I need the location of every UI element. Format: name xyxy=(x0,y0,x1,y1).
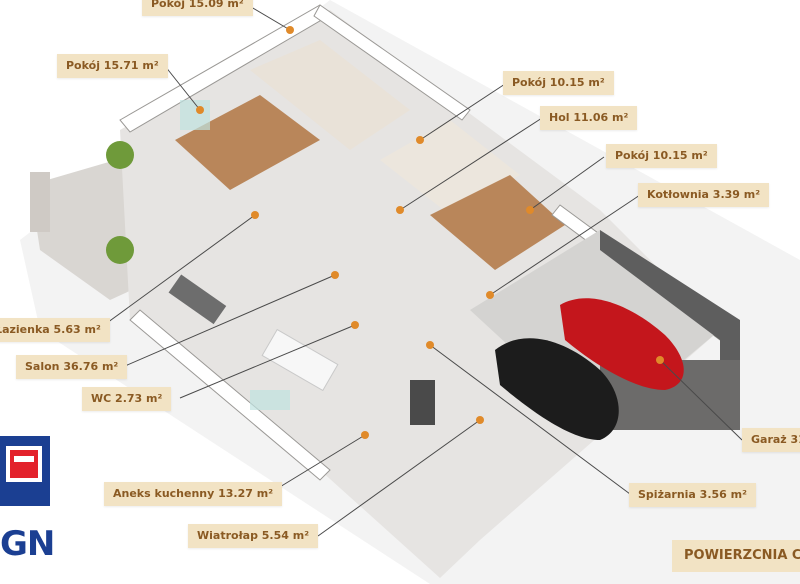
plant-2 xyxy=(106,236,134,264)
window-glass-left xyxy=(180,100,210,130)
bedroom-floor-right xyxy=(430,175,565,270)
bedroom-floor-top xyxy=(250,40,410,150)
area-banner: POWIERZCNIA C xyxy=(672,540,800,572)
plant-1 xyxy=(106,141,134,169)
label-pokoj-15-09: Pokój 15.09 m² xyxy=(142,0,253,16)
label-hol: Hol 11.06 m² xyxy=(540,106,638,130)
label-salon: Salon 36.76 m² xyxy=(16,355,128,379)
label-spizarnia: Spiżarnia 3.56 m² xyxy=(629,483,756,507)
label-garaz: Garaż 31 xyxy=(742,428,800,452)
dining-table xyxy=(261,328,339,392)
label-wiatrolap: Wiatrołap 5.54 m² xyxy=(188,524,319,548)
room-markers xyxy=(196,26,664,439)
logo-bar xyxy=(14,456,34,462)
bedroom-floor-left xyxy=(175,95,320,190)
label-leaders xyxy=(99,3,743,537)
label-aneks-kuchenny: Aneks kuchenny 13.27 m² xyxy=(104,482,283,506)
kitchen-block xyxy=(410,380,435,425)
window-glass-bottom xyxy=(250,390,290,410)
brand-logo xyxy=(0,436,50,506)
label-pokoj-10-15-b: Pokój 10.15 m² xyxy=(606,144,717,168)
logo-square-red xyxy=(10,450,38,478)
label-kotlownia: Kotłownia 3.39 m² xyxy=(638,183,770,207)
label-pokoj-10-15-a: Pokój 10.15 m² xyxy=(503,71,614,95)
red-car xyxy=(560,298,684,390)
brand-logo-text: GN xyxy=(0,524,55,564)
label-wc: WC 2.73 m² xyxy=(82,387,172,411)
terrace-post xyxy=(30,172,50,232)
label-pokoj-15-71: Pokój 15.71 m² xyxy=(57,54,168,78)
black-car xyxy=(495,338,619,440)
sofa xyxy=(168,274,227,325)
label-lazienka: Łazienka 5.63 m² xyxy=(0,318,110,342)
